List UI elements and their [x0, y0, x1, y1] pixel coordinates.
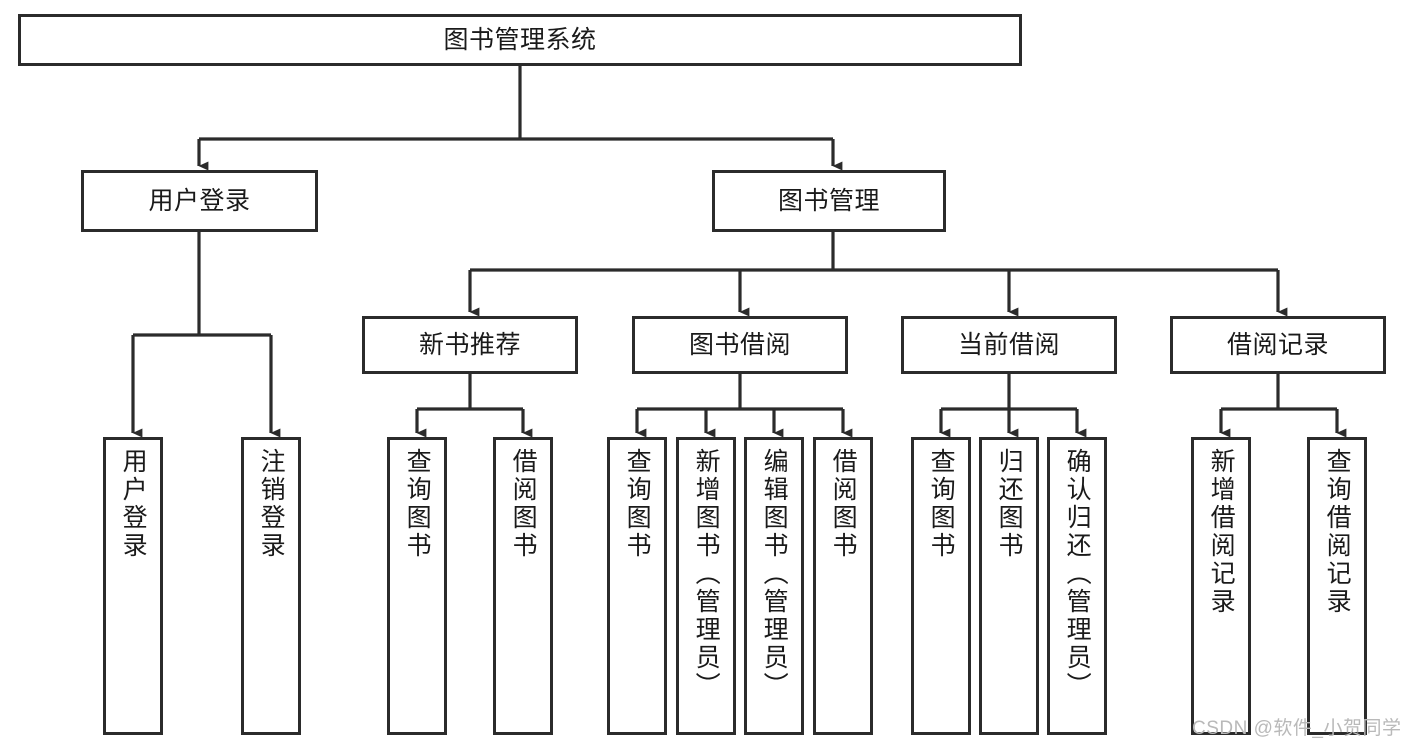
- node-label: 查询图书: [403, 448, 432, 560]
- node-leaf-logout[interactable]: 注销登录: [241, 437, 301, 735]
- node-label: 新书推荐: [418, 331, 521, 359]
- node-book-borrow[interactable]: 图书借阅: [632, 316, 848, 374]
- node-current-borrow[interactable]: 当前借阅: [901, 316, 1117, 374]
- node-label: 查询图书: [927, 448, 956, 560]
- node-label: 借阅图书: [509, 448, 538, 560]
- node-new-book-recommend[interactable]: 新书推荐: [362, 316, 578, 374]
- node-leaf-query-record[interactable]: 查询借阅记录: [1307, 437, 1367, 735]
- node-borrow-record[interactable]: 借阅记录: [1170, 316, 1386, 374]
- node-label: 编辑图书（管理员）: [760, 448, 789, 700]
- node-label: 新增借阅记录: [1207, 448, 1236, 616]
- node-root-book-management-system[interactable]: 图书管理系统: [18, 14, 1022, 66]
- node-leaf-user-login[interactable]: 用户登录: [103, 437, 163, 735]
- node-leaf-confirm-return[interactable]: 确认归还（管理员）: [1047, 437, 1107, 735]
- node-label: 用户登录: [119, 448, 148, 560]
- node-label: 注销登录: [257, 448, 286, 560]
- node-leaf-add-record[interactable]: 新增借阅记录: [1191, 437, 1251, 735]
- node-label: 图书借阅: [688, 331, 791, 359]
- node-leaf-query-book-3[interactable]: 查询图书: [911, 437, 971, 735]
- node-label: 查询图书: [623, 448, 652, 560]
- node-label: 确认归还（管理员）: [1063, 448, 1092, 700]
- node-leaf-borrow-book-1[interactable]: 借阅图书: [493, 437, 553, 735]
- node-label: 图书管理: [777, 187, 880, 215]
- node-label: 借阅图书: [829, 448, 858, 560]
- node-label: 归还图书: [995, 448, 1024, 560]
- node-label: 当前借阅: [957, 331, 1060, 359]
- node-leaf-return-book[interactable]: 归还图书: [979, 437, 1039, 735]
- node-user-login[interactable]: 用户登录: [81, 170, 318, 232]
- node-book-manage[interactable]: 图书管理: [712, 170, 946, 232]
- csdn-watermark: CSDN @软件_小贺同学: [1192, 718, 1402, 739]
- node-leaf-borrow-book-2[interactable]: 借阅图书: [813, 437, 873, 735]
- node-label: 图书管理系统: [443, 26, 597, 54]
- node-leaf-query-book-2[interactable]: 查询图书: [607, 437, 667, 735]
- node-leaf-query-book-1[interactable]: 查询图书: [387, 437, 447, 735]
- node-label: 新增图书（管理员）: [692, 448, 721, 700]
- node-label: 用户登录: [148, 187, 251, 215]
- node-leaf-edit-book[interactable]: 编辑图书（管理员）: [744, 437, 804, 735]
- node-label: 查询借阅记录: [1323, 448, 1352, 616]
- node-label: 借阅记录: [1226, 331, 1329, 359]
- node-leaf-add-book[interactable]: 新增图书（管理员）: [676, 437, 736, 735]
